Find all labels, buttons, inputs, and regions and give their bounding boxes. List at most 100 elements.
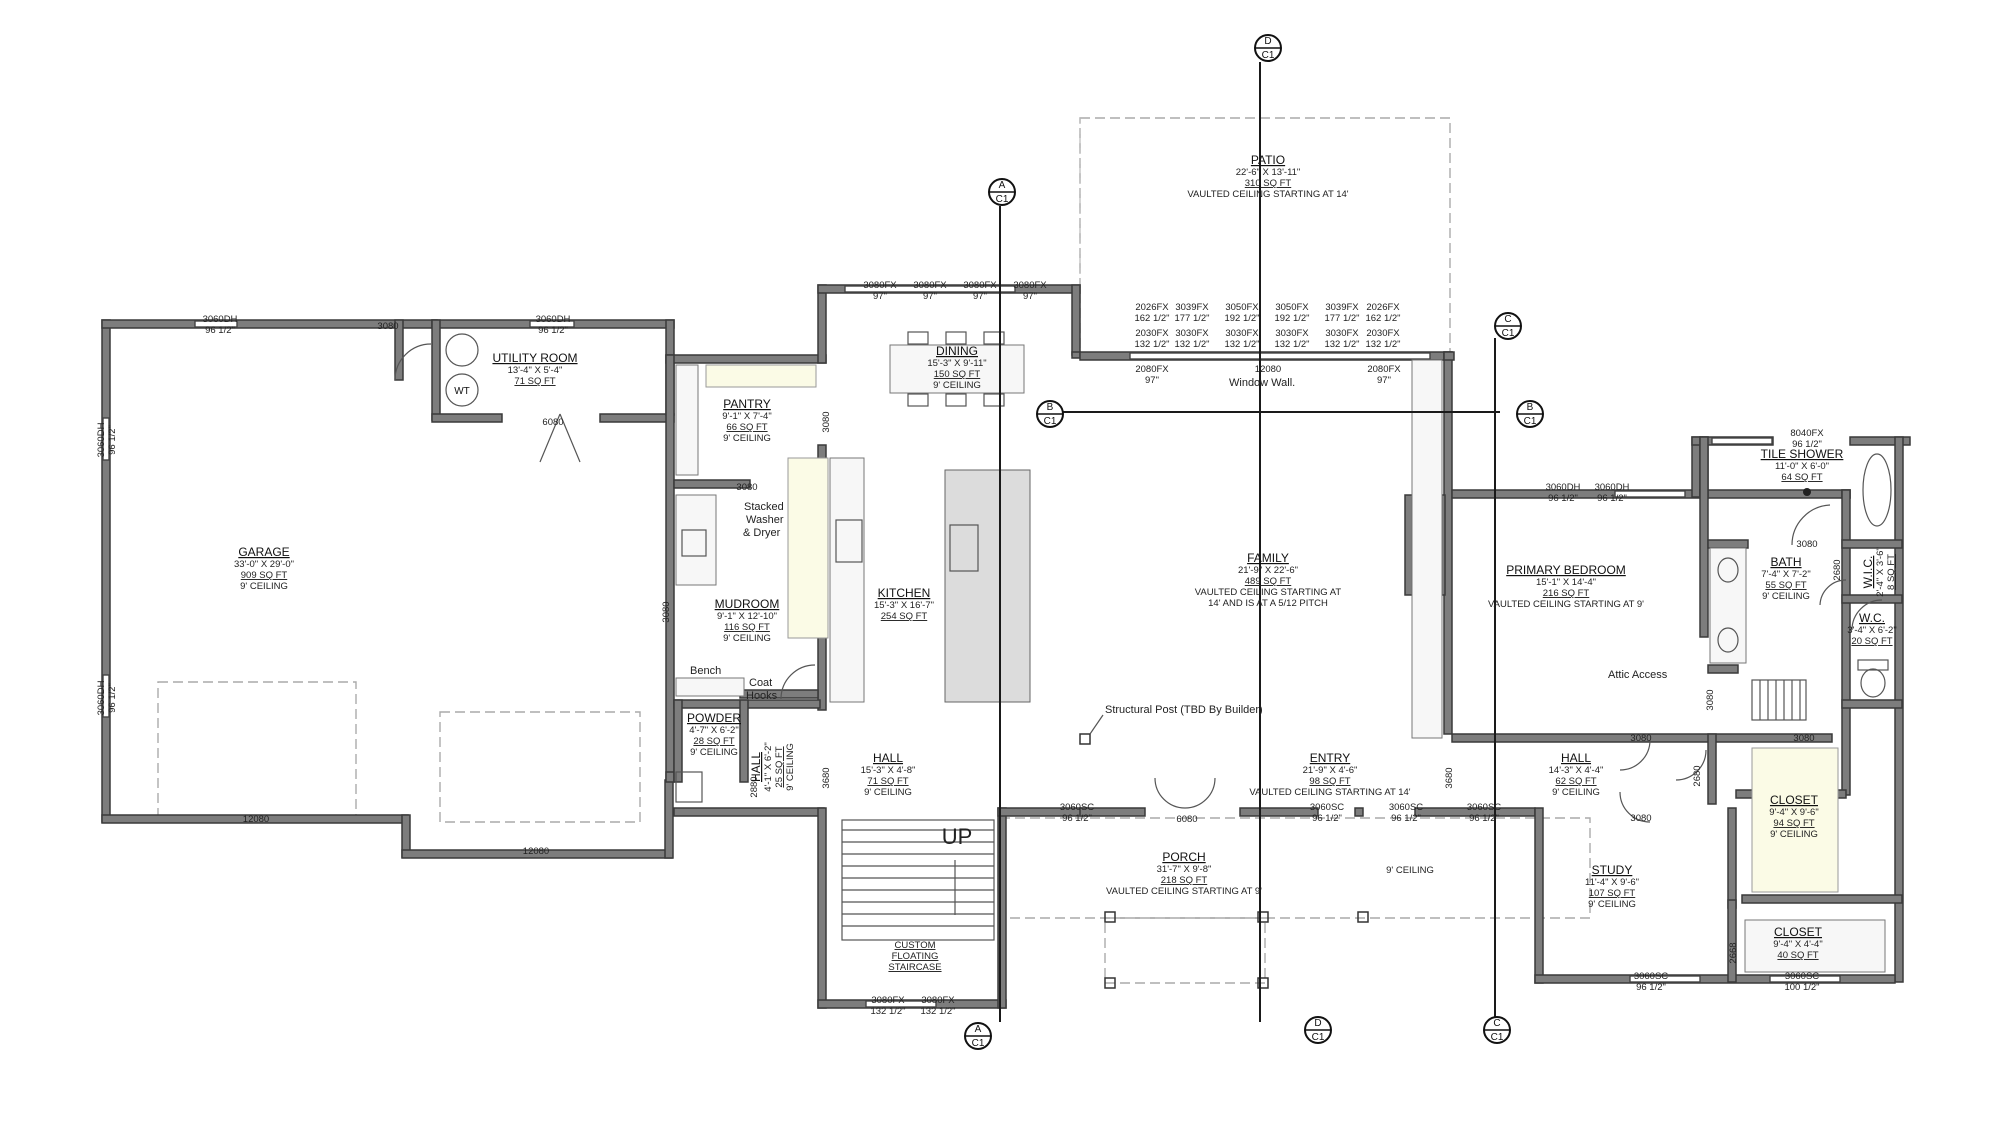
svg-text:4'-7" X 6'-2": 4'-7" X 6'-2" xyxy=(689,725,738,736)
svg-text:9' CEILING: 9' CEILING xyxy=(723,633,771,644)
svg-text:FAMILY: FAMILY xyxy=(1247,551,1289,565)
kitchen-island xyxy=(944,469,1031,703)
svg-text:2680: 2680 xyxy=(1692,765,1703,786)
section-marker-b-right: B C1 xyxy=(1516,400,1544,428)
svg-text:33'-0" X 29'-0": 33'-0" X 29'-0" xyxy=(234,559,294,570)
note-stacked: Stacked xyxy=(744,501,784,513)
svg-text:9' CEILING: 9' CEILING xyxy=(1770,829,1818,840)
dining-table xyxy=(889,344,1025,394)
svg-text:9'-1" X 12'-10": 9'-1" X 12'-10" xyxy=(717,611,777,622)
svg-text:DINING: DINING xyxy=(936,344,978,358)
svg-text:3030FX: 3030FX xyxy=(1275,328,1309,339)
porch-posts xyxy=(1104,911,1369,989)
svg-text:2680: 2680 xyxy=(1832,559,1843,580)
svg-text:12080: 12080 xyxy=(243,814,269,825)
svg-text:C1: C1 xyxy=(996,194,1009,205)
svg-text:3'-4" X 6'-2": 3'-4" X 6'-2" xyxy=(1847,625,1896,636)
svg-text:W.I.C.: W.I.C. xyxy=(1861,556,1875,589)
svg-text:9'-4" X 4'-4": 9'-4" X 4'-4" xyxy=(1773,939,1822,950)
family-builtin xyxy=(1411,359,1443,739)
svg-text:71 SQ FT: 71 SQ FT xyxy=(514,376,555,387)
svg-text:C1: C1 xyxy=(1502,328,1515,339)
svg-text:28 SQ FT: 28 SQ FT xyxy=(693,736,734,747)
svg-text:2668: 2668 xyxy=(1728,942,1739,963)
svg-text:3030FX: 3030FX xyxy=(1225,328,1259,339)
svg-text:HALL: HALL xyxy=(749,752,763,782)
svg-text:21'-9" X 22'-6": 21'-9" X 22'-6" xyxy=(1238,565,1298,576)
svg-text:8 SQ FT: 8 SQ FT xyxy=(1886,554,1897,590)
svg-text:116 SQ FT: 116 SQ FT xyxy=(724,622,770,633)
svg-text:3060DH: 3060DH xyxy=(203,314,238,325)
closet-2-shelf xyxy=(1744,919,1886,973)
svg-text:132 1/2": 132 1/2" xyxy=(1274,339,1309,350)
svg-text:96 1/2": 96 1/2" xyxy=(107,683,118,713)
laundry-sink-icon xyxy=(681,529,707,557)
section-marker-d-bottom: D C1 xyxy=(1304,1016,1332,1044)
svg-text:2026FX: 2026FX xyxy=(1366,302,1400,313)
svg-text:B: B xyxy=(1527,402,1534,413)
svg-text:3080: 3080 xyxy=(377,321,398,332)
svg-text:2'-4" X 3'-6": 2'-4" X 3'-6" xyxy=(1875,547,1886,596)
room-mudroom: MUDROOM 9'-1" X 12'-10" 116 SQ FT 9' CEI… xyxy=(715,597,780,644)
svg-text:15'-1" X 14'-4": 15'-1" X 14'-4" xyxy=(1536,577,1596,588)
mudroom-bench xyxy=(675,677,745,697)
svg-text:A: A xyxy=(975,1024,982,1035)
svg-text:14'-3" X 4'-4": 14'-3" X 4'-4" xyxy=(1549,765,1604,776)
svg-text:CLOSET: CLOSET xyxy=(1770,793,1819,807)
svg-text:3080: 3080 xyxy=(1796,539,1817,550)
toilet-tank-icon xyxy=(1857,659,1889,671)
svg-text:96 1/2": 96 1/2" xyxy=(1792,439,1822,450)
svg-text:3080: 3080 xyxy=(821,411,832,432)
svg-text:132 1/2": 132 1/2" xyxy=(870,1006,905,1017)
svg-text:21'-9" X 4'-6": 21'-9" X 4'-6" xyxy=(1303,765,1358,776)
svg-text:C: C xyxy=(1493,1018,1500,1029)
room-kitchen: KITCHEN 15'-3" X 16'-7" 254 SQ FT xyxy=(874,586,934,622)
svg-text:B: B xyxy=(1047,402,1054,413)
note-coat: Coat xyxy=(749,677,772,689)
room-bath: BATH 7'-4" X 7'-2" 55 SQ FT 9' CEILING xyxy=(1761,555,1810,602)
svg-text:VAULTED CEILING STARTING AT 14: VAULTED CEILING STARTING AT 14' xyxy=(1249,787,1410,798)
svg-text:96 1/2": 96 1/2" xyxy=(1062,813,1092,824)
svg-text:25 SQ FT: 25 SQ FT xyxy=(774,746,785,787)
svg-text:3080FX: 3080FX xyxy=(1013,280,1047,291)
svg-text:3060SC: 3060SC xyxy=(1467,802,1501,813)
svg-text:6080: 6080 xyxy=(542,417,563,428)
svg-text:C1: C1 xyxy=(1044,416,1057,427)
svg-text:9' CEILING: 9' CEILING xyxy=(1762,591,1810,602)
svg-text:HALL: HALL xyxy=(873,751,903,765)
svg-text:9' CEILING: 9' CEILING xyxy=(864,787,912,798)
svg-text:3680: 3680 xyxy=(821,767,832,788)
vanity-sink-2 xyxy=(1717,627,1739,653)
svg-text:11'-4" X 9'-6": 11'-4" X 9'-6" xyxy=(1585,877,1639,888)
svg-text:C1: C1 xyxy=(1524,416,1537,427)
room-porch: PORCH 31'-7" X 9'-8" 218 SQ FT VAULTED C… xyxy=(1106,850,1262,897)
svg-text:100 1/2": 100 1/2" xyxy=(1784,982,1819,993)
svg-text:3080: 3080 xyxy=(1630,813,1651,824)
shower-drain-icon xyxy=(1803,488,1811,496)
kitchen-tall-pantry xyxy=(787,457,829,639)
svg-text:TILE SHOWER: TILE SHOWER xyxy=(1761,447,1844,461)
svg-text:15'-3" X 9'-11": 15'-3" X 9'-11" xyxy=(927,358,986,369)
svg-text:97": 97" xyxy=(973,291,987,302)
svg-text:62 SQ FT: 62 SQ FT xyxy=(1555,776,1596,787)
svg-text:192 1/2": 192 1/2" xyxy=(1274,313,1309,324)
svg-text:3060DH: 3060DH xyxy=(1546,482,1581,493)
svg-text:218 SQ FT: 218 SQ FT xyxy=(1161,875,1208,886)
svg-text:3039FX: 3039FX xyxy=(1175,302,1209,313)
note-hooks: Hooks xyxy=(746,690,778,702)
porch-ceiling-note: 9' CEILING xyxy=(1386,865,1434,876)
svg-text:BATH: BATH xyxy=(1770,555,1801,569)
attic-ladder xyxy=(1751,679,1807,721)
section-marker-d-top: D C1 xyxy=(1254,34,1282,62)
kitchen-counter-left xyxy=(829,457,865,703)
room-entry: ENTRY 21'-9" X 4'-6" 98 SQ FT VAULTED CE… xyxy=(1249,751,1410,798)
range-icon xyxy=(835,519,863,563)
room-primary-bedroom: PRIMARY BEDROOM 15'-1" X 14'-4" 216 SQ F… xyxy=(1488,563,1644,610)
svg-text:VAULTED CEILING STARTING AT 9': VAULTED CEILING STARTING AT 9' xyxy=(1106,886,1262,897)
staircase xyxy=(841,819,995,941)
svg-text:107 SQ FT: 107 SQ FT xyxy=(1589,888,1636,899)
svg-text:3060SC: 3060SC xyxy=(1060,802,1094,813)
svg-text:PATIO: PATIO xyxy=(1251,153,1285,167)
note-structural-post: Structural Post (TBD By Builder) xyxy=(1105,704,1263,716)
svg-text:66 SQ FT: 66 SQ FT xyxy=(726,422,767,433)
